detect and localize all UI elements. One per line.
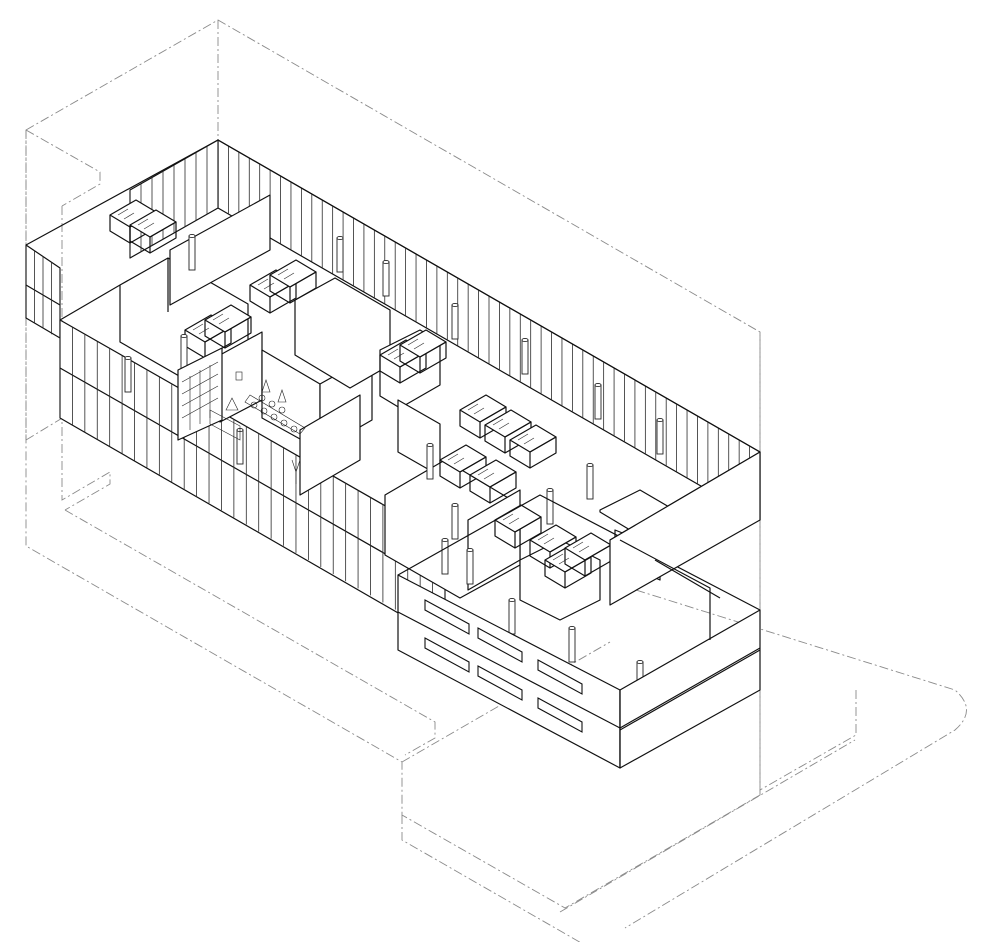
column-cap [546, 487, 554, 493]
desk [257, 278, 275, 290]
window [537, 697, 583, 733]
column-cap [451, 302, 459, 308]
column-cap [124, 355, 132, 361]
column-cap [336, 235, 344, 241]
furnished-meeting-room [177, 347, 306, 484]
column-cap [451, 502, 459, 508]
column [124, 357, 132, 393]
desk [477, 468, 495, 480]
column [656, 419, 664, 455]
cubicle-walls [509, 436, 557, 469]
east-corner-return [609, 451, 761, 640]
desk [572, 541, 590, 553]
column [466, 549, 474, 585]
desk [467, 403, 485, 415]
window [537, 659, 583, 695]
column-cap [586, 462, 594, 468]
cubicle-walls [204, 316, 252, 349]
column [521, 339, 529, 375]
cubicle-walls [399, 341, 447, 374]
column-cap [382, 259, 390, 265]
column-cap [656, 417, 664, 423]
desk [552, 553, 570, 565]
desk [492, 418, 510, 430]
column-cap [180, 333, 188, 339]
column [546, 489, 554, 525]
window [477, 665, 523, 701]
cubicle-walls [129, 221, 177, 254]
cubicle-walls [544, 556, 592, 589]
cubicle-walls [379, 351, 427, 384]
desk [212, 313, 230, 325]
column-cap [568, 625, 576, 631]
column-cap [188, 233, 196, 239]
desk [387, 348, 405, 360]
structural-columns [124, 233, 664, 697]
column-cap [508, 597, 516, 603]
column [594, 384, 602, 420]
column [586, 464, 594, 500]
column-cap [426, 442, 434, 448]
cubicle-walls [269, 271, 317, 304]
window [477, 627, 523, 663]
desk [502, 513, 520, 525]
column-cap [594, 382, 602, 388]
column [426, 444, 434, 480]
cubicle-walls [249, 281, 297, 314]
desk [537, 533, 555, 545]
column [451, 304, 459, 340]
column [180, 335, 188, 371]
cubicle-walls [494, 516, 542, 549]
column-cap [466, 547, 474, 553]
column [508, 599, 516, 635]
cubicle-walls [439, 456, 487, 489]
desk [407, 338, 425, 350]
column [188, 235, 196, 271]
column [441, 539, 449, 575]
column [382, 261, 390, 297]
desk [447, 453, 465, 465]
column-cap [521, 337, 529, 343]
column-cap [441, 537, 449, 543]
wing-windows [424, 599, 583, 733]
window [424, 599, 470, 635]
interior-partitions [119, 194, 701, 621]
column-cap [636, 659, 644, 665]
window [424, 637, 470, 673]
column [568, 627, 576, 663]
desk [192, 323, 210, 335]
south-east-wing [397, 494, 761, 769]
desk [137, 218, 155, 230]
column [451, 504, 459, 540]
column [336, 237, 344, 273]
desk [517, 433, 535, 445]
desk [117, 208, 135, 220]
desk [277, 268, 295, 280]
cubicle-walls [469, 471, 517, 504]
